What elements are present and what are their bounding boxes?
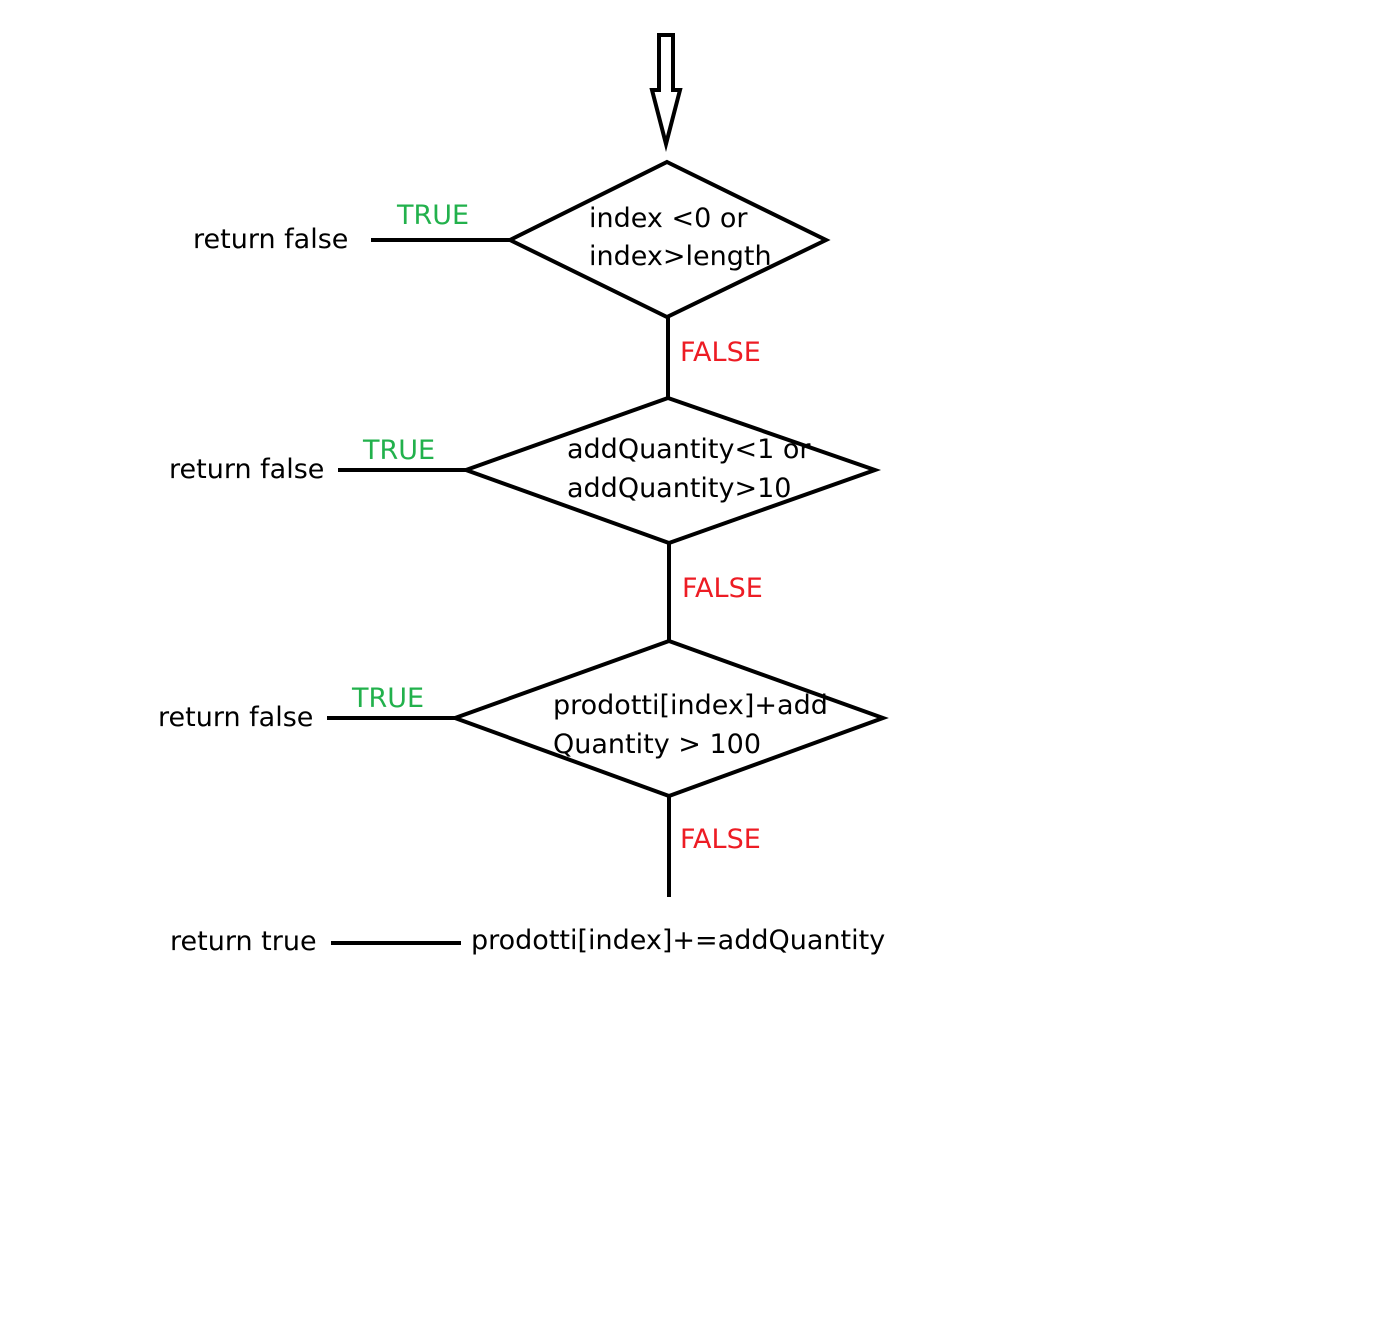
decision-1-condition-line-2: index>length [589, 241, 772, 272]
final-statement: prodotti[index]+=addQuantity [471, 925, 885, 956]
decision-1-diamond [505, 159, 831, 320]
decision-3-condition-line-2: Quantity > 100 [553, 729, 761, 760]
decision-2-diamond [460, 395, 882, 546]
decision-3-condition-line-1: prodotti[index]+add [553, 690, 828, 721]
decision-2-false-label: FALSE [682, 573, 763, 604]
decision-2-true-label: TRUE [362, 435, 435, 466]
decision-1-true-label: TRUE [396, 200, 469, 231]
decision-1-true-result: return false [193, 224, 348, 255]
decision-1-condition-line-1: index <0 or [589, 203, 748, 234]
final-result: return true [170, 926, 317, 957]
decision-1-false-label: FALSE [680, 337, 761, 368]
decision-3-true-result: return false [158, 702, 313, 733]
decision-3-true-label: TRUE [351, 683, 424, 714]
decision-3-false-label: FALSE [680, 824, 761, 855]
decision-2-true-result: return false [169, 454, 324, 485]
entry-arrow-icon [649, 33, 683, 152]
decision-2-condition-line-1: addQuantity<1 or [567, 434, 811, 465]
decision-2-condition-line-2: addQuantity>10 [567, 473, 791, 504]
